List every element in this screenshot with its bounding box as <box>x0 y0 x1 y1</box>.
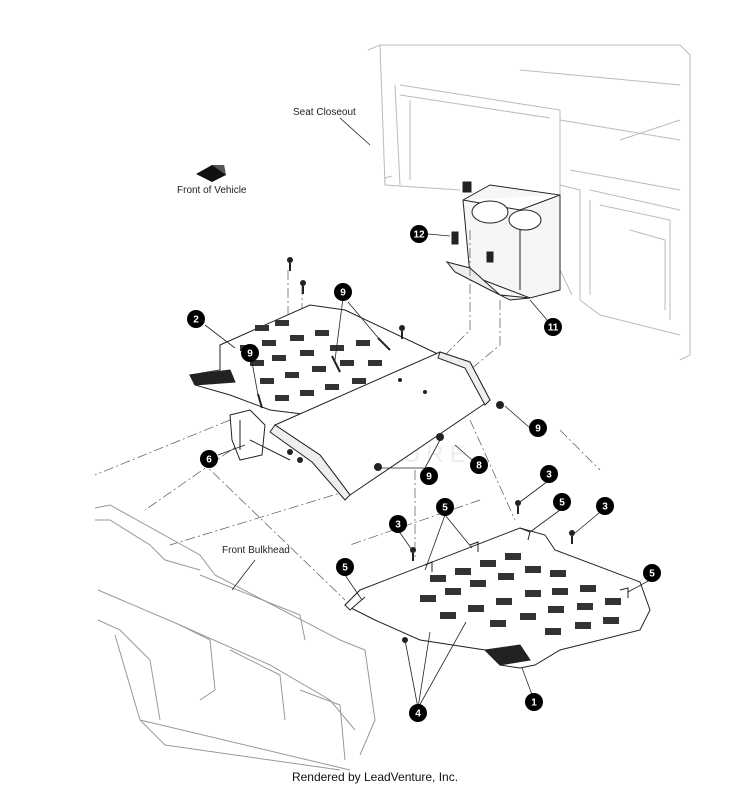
callouts: 12 11 2 9 9 9 9 6 8 3 3 3 5 5 5 5 4 1 <box>187 225 661 722</box>
svg-text:12: 12 <box>413 230 425 241</box>
plate-right-texture <box>420 553 621 635</box>
svg-text:5: 5 <box>649 569 655 580</box>
callout-3-b: 3 <box>596 497 614 515</box>
svg-text:5: 5 <box>559 498 565 509</box>
callout-9-d: 9 <box>420 467 438 485</box>
svg-text:2: 2 <box>193 315 199 326</box>
plate-left-texture <box>240 320 382 401</box>
callout-6: 6 <box>200 450 218 468</box>
floor-plate-right <box>344 527 651 669</box>
seat-closeout <box>367 44 691 361</box>
svg-text:3: 3 <box>395 520 401 531</box>
callout-1: 1 <box>525 693 543 711</box>
callout-5-c: 5 <box>336 558 354 576</box>
svg-text:9: 9 <box>426 472 432 483</box>
footer-credit: Rendered by LeadVenture, Inc. <box>291 770 459 784</box>
tunnel-cover <box>269 351 491 501</box>
svg-text:5: 5 <box>442 503 448 514</box>
seat-closeout-label: Seat Closeout <box>293 107 356 118</box>
callout-9-c: 9 <box>529 419 547 437</box>
callout-2: 2 <box>187 310 205 328</box>
svg-text:5: 5 <box>342 563 348 574</box>
cup-holder <box>445 181 561 301</box>
svg-text:3: 3 <box>602 502 608 513</box>
svg-text:4: 4 <box>415 709 421 720</box>
svg-text:9: 9 <box>535 424 541 435</box>
callout-11: 11 <box>544 318 562 336</box>
callout-leaders <box>204 233 651 709</box>
callout-3-c: 3 <box>389 515 407 533</box>
front-of-vehicle-label: Front of Vehicle <box>177 185 247 196</box>
svg-text:9: 9 <box>247 349 253 360</box>
svg-text:1: 1 <box>531 698 537 709</box>
svg-text:11: 11 <box>548 323 559 334</box>
svg-text:9: 9 <box>340 288 346 299</box>
callout-3-a: 3 <box>540 465 558 483</box>
callout-12: 12 <box>410 225 428 243</box>
front-bulkhead-label: Front Bulkhead <box>222 545 290 556</box>
svg-text:8: 8 <box>476 461 482 472</box>
callout-8: 8 <box>470 456 488 474</box>
front-bulkhead-leader <box>231 559 256 591</box>
callout-9-a: 9 <box>334 283 352 301</box>
callout-4: 4 <box>409 704 427 722</box>
callout-9-b: 9 <box>241 344 259 362</box>
callout-5-b: 5 <box>553 493 571 511</box>
front-bulkhead <box>94 504 376 771</box>
seat-closeout-leader <box>339 117 371 146</box>
front-arrow-icon <box>196 165 226 182</box>
callout-5-a: 5 <box>436 498 454 516</box>
svg-text:6: 6 <box>206 455 212 466</box>
svg-text:3: 3 <box>546 470 552 481</box>
callout-5-d: 5 <box>643 564 661 582</box>
